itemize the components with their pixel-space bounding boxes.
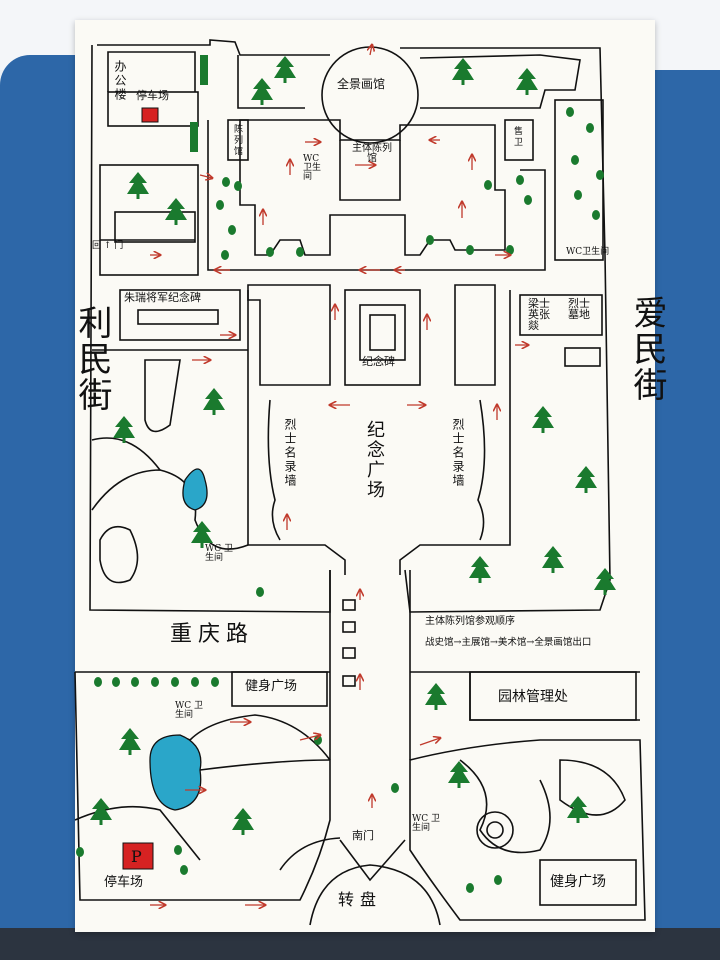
wall-left-label: 烈士名录墙 [283,418,297,488]
small-hall-right-label: 售卫 [512,126,522,148]
tree-icon [90,56,616,835]
lake-icon [149,734,202,811]
desk-bottom [0,928,720,960]
wall-right-label: 烈士名录墙 [451,418,465,488]
small-hall-left-label: 陈列馆 [232,124,242,157]
north-wc-label: WC 卫生间 [303,154,322,182]
east-wc-label: WC卫生间 [566,247,610,257]
south-wc-right-label: WC 卫生间 [412,814,440,833]
fitness-bottom-label: 健身广场 [550,874,606,890]
garden-office-label: 园林管理处 [498,689,568,705]
route-note-line2: 战史馆→主展馆→美术馆→全景画馆出口 [425,637,592,648]
desk-edge-left [0,55,80,960]
parking-icon [122,842,154,870]
street-east-label: 爱民街 [627,295,667,403]
tomb-a-label: 梁士英张燚 [528,297,550,332]
south-parking-label: 停车场 [104,875,144,890]
route-note-line1: 主体陈列馆参观顺序 [425,616,515,627]
lake-icon [182,468,208,511]
south-gate-label: 南门 [352,829,374,842]
exhibition-label: 主体陈列馆 [352,143,392,164]
plaza-label: 纪念广场 [364,420,385,500]
tomb-b-label: 烈士墓地 [568,297,590,321]
south-road-label: 重庆路 [170,622,255,647]
office-label: 办公楼 [113,60,127,102]
fitness-top-label: 健身广场 [245,679,298,694]
roundabout-label: 转盘 [338,890,383,909]
panorama-label: 全景画馆 [337,77,386,91]
arrow-icon [150,45,528,905]
small-gate-label: 回 ↑ 门 [92,241,124,251]
map-outlines [74,39,646,926]
hedge [190,122,198,152]
south-wc-left-label: WC 卫生间 [175,701,203,720]
hedge [200,55,208,85]
west-wc-label: WC 卫生间 [205,544,233,563]
parking-icon [141,107,159,123]
monument-label: 纪念碑 [362,355,395,368]
general-monument-label: 朱瑞将军纪念碑 [124,291,201,304]
street-west-label: 利民街 [72,305,112,413]
north-parking-label: 停车场 [136,89,169,102]
parking-letter: P [131,847,142,866]
